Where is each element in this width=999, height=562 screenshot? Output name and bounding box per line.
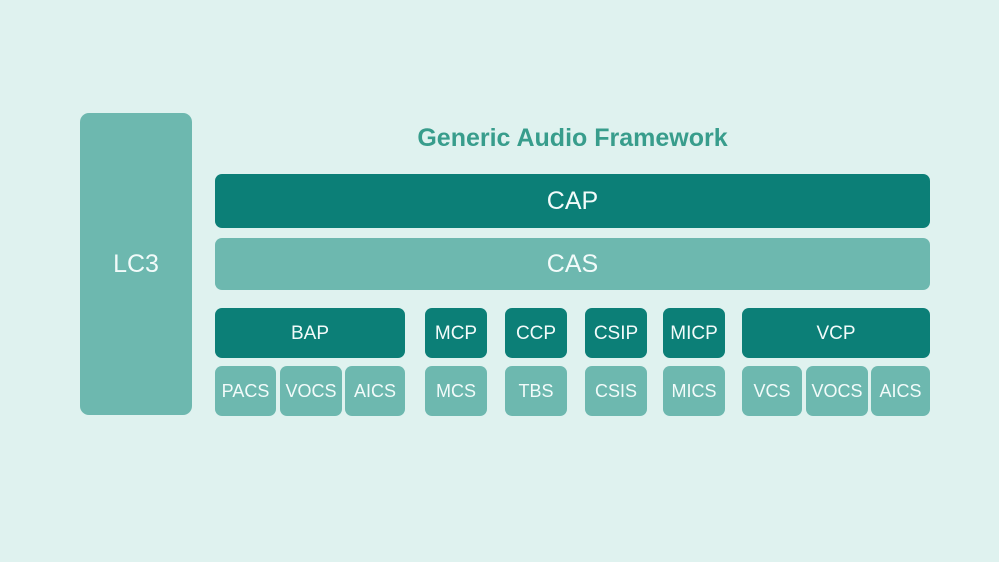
profile-block-csip: CSIP (585, 308, 647, 358)
service-block-mcs: MCS (425, 366, 487, 416)
codec-block-lc3: LC3 (80, 113, 192, 415)
service-block-mics: MICS (663, 366, 725, 416)
service-block-aics-bap: AICS (345, 366, 405, 416)
layer-block-cap: CAP (215, 174, 930, 228)
profile-block-ccp: CCP (505, 308, 567, 358)
profile-block-mcp: MCP (425, 308, 487, 358)
service-block-vocs-bap: VOCS (280, 366, 342, 416)
layer-block-cas: CAS (215, 238, 930, 290)
profile-block-vcp: VCP (742, 308, 930, 358)
profile-block-bap: BAP (215, 308, 405, 358)
service-block-pacs: PACS (215, 366, 276, 416)
service-block-tbs: TBS (505, 366, 567, 416)
service-block-aics-vcp: AICS (871, 366, 930, 416)
service-block-vocs-vcp: VOCS (806, 366, 868, 416)
diagram-title: Generic Audio Framework (417, 124, 728, 152)
service-block-vcs: VCS (742, 366, 802, 416)
profile-block-micp: MICP (663, 308, 725, 358)
service-block-csis: CSIS (585, 366, 647, 416)
